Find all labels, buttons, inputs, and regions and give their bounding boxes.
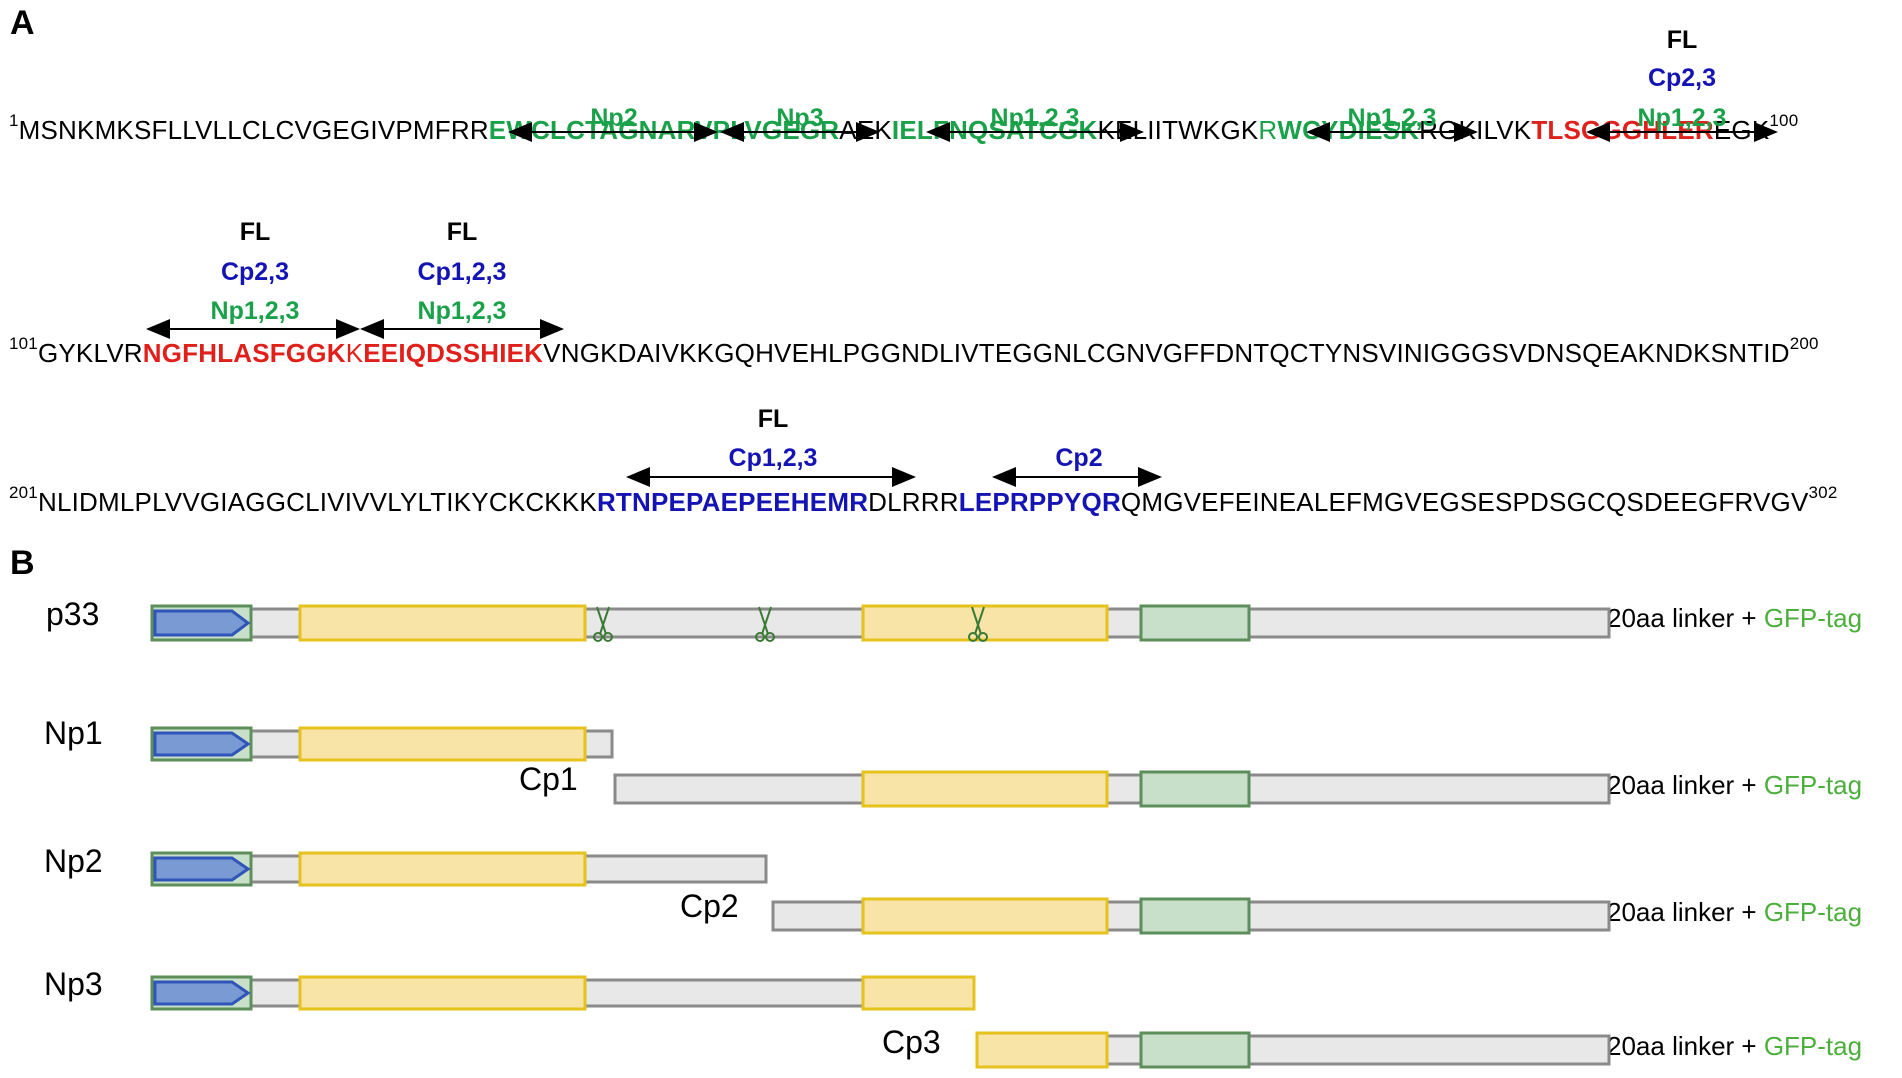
gfp-tag-label: GFP-tag [1763,770,1863,800]
peptide-label: Cp2,3 [1647,64,1717,92]
gfp-tag-label: GFP-tag [1763,1031,1863,1061]
construct-label-cp1: Cp1 [519,761,578,797]
construct-label-np3: Np3 [44,966,103,1002]
construct-label-np1: Np1 [44,715,103,751]
tm-domain [298,975,587,1011]
green-domain [1139,1031,1251,1069]
gfp-tag-label: GFP-tag [1763,603,1863,633]
peptide-label: Np2 [590,104,638,132]
construct-label-cp3: Cp3 [882,1024,941,1060]
construct-cp2 [771,897,1611,935]
sequence-line-3: 201NLIDMLPLVVGIAGGCLIVIVVLYLTIKYCKCKKKRT… [9,483,1838,518]
peptide-range-arrow [720,122,880,142]
panel-a-label: A [10,4,35,42]
end-number: 200 [1789,334,1819,353]
peptide-label: FL [239,218,271,246]
peptide-label: FL [446,218,478,246]
protein-bar [613,773,1611,805]
tm-domain [861,770,1109,808]
construct-cp3 [975,1031,1611,1069]
linker-label: 20aa linker + [1607,770,1764,800]
peptide-segment: VPLVGEGR [695,115,840,145]
tm-domain [298,604,587,642]
peptide-segment: EEIQDSSHIEK [363,338,544,368]
peptide-label: Cp1,2,3 [417,258,507,286]
peptide-label: Np1,2,3 [210,297,300,325]
peptide-range-arrow [926,122,1144,142]
peptide-label: Np1,2,3 [1347,104,1437,132]
panel-b-label: B [10,544,35,582]
linker-text-cp2: 20aa linker + GFP-tag [1607,897,1862,928]
tm-domain [861,604,1109,642]
peptide-range-arrow [508,122,718,142]
signal-peptide-arrow-icon [153,609,251,637]
end-number: 302 [1808,483,1838,502]
peptide-segment: WCYDIESK [1277,115,1420,145]
peptide-segment: LEPRPPYQR [958,487,1121,517]
green-domain [1139,897,1251,935]
peptide-label: Np1,2,3 [417,297,507,325]
sequence-segment: NLIDMLPLVVGIAGGCLIVIVVLYLTIKYCKCKKK [37,487,597,517]
start-number: 201 [9,483,38,502]
signal-peptide-arrow-icon [153,980,251,1006]
peptide-range-arrow [1306,122,1478,142]
construct-label-p33: p33 [46,596,100,632]
construct-np1 [150,726,614,762]
construct-label-np2: Np2 [44,843,103,879]
green-domain [1139,770,1251,808]
start-number: 101 [9,334,38,353]
peptide-label: Np3 [776,104,824,132]
tm-domain [298,726,587,762]
sequence-segment: GYKLVR [37,338,143,368]
green-domain [1139,604,1251,642]
tm-domain [861,975,976,1011]
peptide-label: FL [1666,26,1698,54]
sequence-segment: QMGVEFEINEALEFMGVEGSESPDSGCQSDEEGFRVGV [1120,487,1809,517]
sequence-segment: VNGKDAIVKKGQHVEHLPGGNDLIVTEGGNLCGNVGFFDN… [543,338,1790,368]
construct-np3 [150,975,976,1011]
peptide-label: Np1,2,3 [1637,104,1727,132]
peptide-label: FL [757,405,789,433]
signal-peptide-arrow-icon [153,856,251,882]
linker-label: 20aa linker + [1607,1031,1764,1061]
sequence-line-1: 1MSNKMKSFLLVLLCLCVGEGIVPMFRREWCLCTAGNARV… [9,111,1798,146]
peptide-label: Cp1,2,3 [728,444,818,472]
peptide-label: Cp2,3 [220,258,290,286]
tm-domain [861,897,1109,935]
linker-label: 20aa linker + [1607,897,1764,927]
linker-text-p33: 20aa linker + GFP-tag [1607,603,1862,634]
peptide-segment: TLSGGGHLER [1531,115,1714,145]
peptide-range-arrow [626,467,916,487]
peptide-segment: NGFHLASFGGK [142,338,346,368]
peptide-range-arrow [1586,122,1778,142]
linker-text-cp3: 20aa linker + GFP-tag [1607,1031,1862,1062]
peptide-segment: RTNPEPAEPEEHEMR [596,487,869,517]
signal-peptide-arrow-icon [153,731,251,757]
construct-label-cp2: Cp2 [680,888,739,924]
peptide-segment: K [345,338,364,368]
sequence-segment: MSNKMKSFLLVLLCLCVGEGIVPMFRR [18,115,489,145]
peptide-segment: R [1258,115,1278,145]
tm-domain [298,851,587,887]
peptide-label: Np1,2,3 [990,104,1080,132]
construct-np2 [150,851,768,887]
sequence-segment: DLRRR [868,487,959,517]
peptide-label: Cp2 [1055,444,1103,472]
sequence-line-2: 101GYKLVRNGFHLASFGGKKEEIQDSSHIEKVNGKDAIV… [9,334,1819,369]
tm-domain [975,1031,1109,1069]
peptide-range-arrow [146,319,360,339]
peptide-range-arrow [992,467,1162,487]
construct-p33 [150,604,1611,642]
peptide-range-arrow [360,319,564,339]
construct-cp1 [613,770,1611,808]
start-number: 1 [9,111,19,130]
gfp-tag-label: GFP-tag [1763,897,1863,927]
linker-text-cp1: 20aa linker + GFP-tag [1607,770,1862,801]
linker-label: 20aa linker + [1607,603,1764,633]
